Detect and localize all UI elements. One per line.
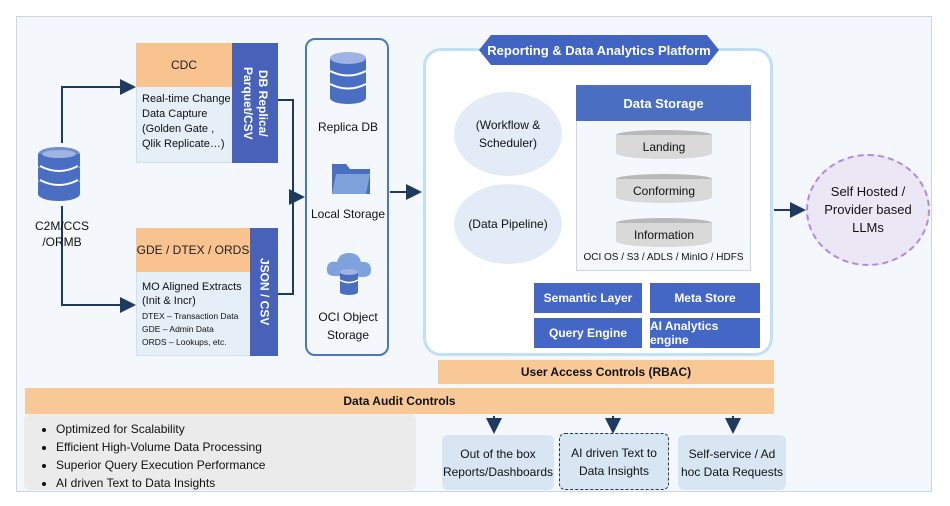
extracts-output-format: JSON / CSV: [250, 228, 278, 356]
cdc-header: CDC: [136, 43, 232, 87]
extracts-dtex: DTEX – Transaction Data: [142, 311, 239, 321]
meta-store-button[interactable]: Meta Store: [650, 283, 760, 313]
cdc-output-format: DB Replica/ Parquet/CSV: [232, 43, 278, 163]
extracts-gde: GDE – Admin Data: [142, 324, 214, 334]
cloud-storage-icon: [324, 250, 374, 296]
audit-controls-bar: Data Audit Controls: [25, 388, 774, 414]
feature-item: Optimized for Scalability: [56, 420, 416, 438]
features-list: Optimized for Scalability Efficient High…: [24, 420, 416, 492]
workflow-scheduler: (Workflow & Scheduler): [454, 92, 562, 176]
query-engine-button[interactable]: Query Engine: [534, 318, 642, 348]
ai-analytics-engine-button[interactable]: AI Analytics engine: [650, 318, 760, 348]
feature-item: AI driven Text to Data Insights: [56, 474, 416, 492]
landing-tier: Landing: [616, 130, 712, 164]
extracts-title: MO Aligned Extracts: [142, 281, 242, 293]
data-storage-title: Data Storage: [576, 85, 751, 121]
conforming-tier: Conforming: [616, 174, 712, 208]
storage-backends: OCI OS / S3 / ADLS / MinIO / HDFS: [583, 252, 744, 263]
self-service-output: Self-service / Ad hoc Data Requests: [678, 435, 786, 490]
information-tier: Information: [616, 218, 712, 252]
extracts-ords: ORDS – Lookups, etc.: [142, 337, 227, 347]
object-storage-label: OCI Object Storage: [318, 310, 378, 342]
features-panel: Optimized for Scalability Efficient High…: [24, 414, 416, 490]
rbac-bar: User Access Controls (RBAC): [438, 360, 774, 384]
feature-item: Superior Query Execution Performance: [56, 456, 416, 474]
source-system-label: C2M/CCS /ORMB: [34, 219, 89, 249]
cdc-description: Real-time Change Data Capture (Golden Ga…: [142, 93, 231, 150]
bracket-left: [278, 99, 294, 295]
extracts-header: GDE / DTEX / ORDS: [136, 228, 250, 272]
replica-db-icon: [328, 52, 368, 104]
ai-text-insights-output: AI driven Text to Data Insights: [559, 433, 669, 490]
folder-icon: [330, 160, 372, 196]
local-storage-label: Local Storage: [310, 207, 386, 221]
database-icon: [36, 146, 82, 202]
platform-title: Reporting & Data Analytics Platform: [479, 35, 719, 65]
feature-item: Efficient High-Volume Data Processing: [56, 438, 416, 456]
information-label: Information: [616, 223, 712, 247]
data-pipeline: (Data Pipeline): [454, 184, 562, 264]
landing-label: Landing: [616, 135, 712, 159]
extracts-subtitle: (Init & Incr): [142, 295, 196, 307]
arrow-source-to-extracts: [61, 206, 136, 313]
llm-provider-node: Self Hosted / Provider based LLMs: [806, 154, 930, 266]
conforming-label: Conforming: [616, 179, 712, 203]
replica-db-label: Replica DB: [317, 120, 379, 134]
arrow-source-to-cdc: [61, 79, 136, 143]
reports-dashboards-output: Out of the box Reports/Dashboards: [442, 435, 554, 490]
semantic-layer-button[interactable]: Semantic Layer: [534, 283, 642, 313]
